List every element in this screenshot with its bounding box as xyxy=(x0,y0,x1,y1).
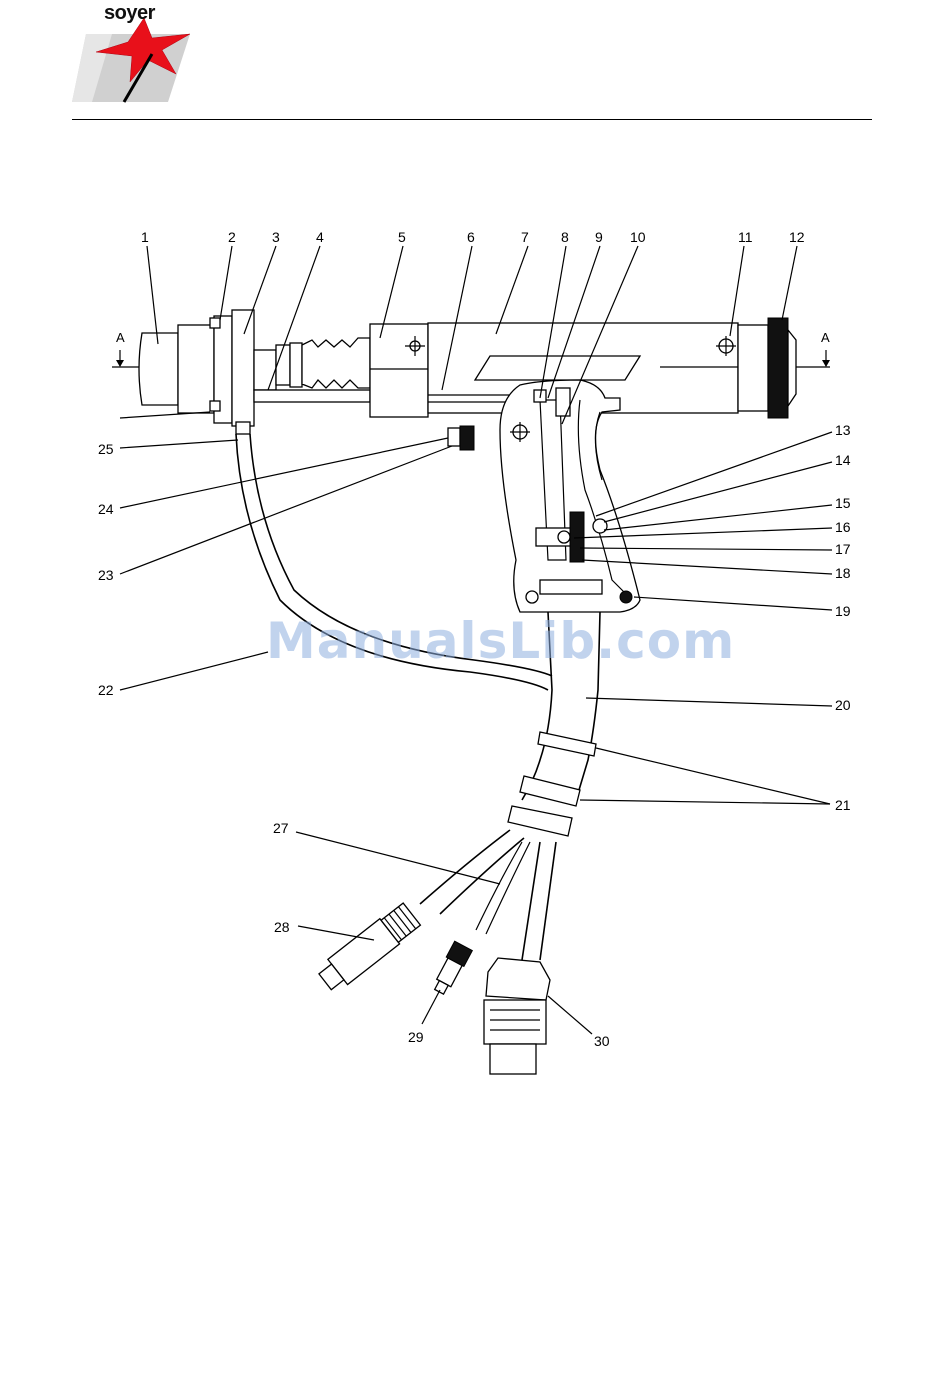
callout-8: 8 xyxy=(561,229,569,245)
callout-11: 11 xyxy=(738,229,753,245)
callout-17: 17 xyxy=(835,541,851,557)
connector-28 xyxy=(315,901,421,994)
section-mark-right: A xyxy=(821,330,830,345)
callout-2: 2 xyxy=(228,229,236,245)
clamp-block xyxy=(370,324,428,417)
pistol-grip xyxy=(500,380,640,612)
branch-cables xyxy=(420,830,556,960)
callout-27: 27 xyxy=(273,820,289,836)
callout-10: 10 xyxy=(630,229,646,245)
callout-4: 4 xyxy=(316,229,324,245)
connector-29 xyxy=(430,941,472,996)
callout-7: 7 xyxy=(521,229,529,245)
callout-24: 24 xyxy=(98,501,114,517)
callout-22: 22 xyxy=(98,682,114,698)
connector-30 xyxy=(484,958,550,1074)
bellows xyxy=(302,338,370,388)
callout-16: 16 xyxy=(835,519,851,535)
callout-13: 13 xyxy=(835,422,851,438)
callout-5: 5 xyxy=(398,229,406,245)
callout-19: 19 xyxy=(835,603,851,619)
section-mark-left: A xyxy=(116,330,125,345)
callout-21: 21 xyxy=(835,797,851,813)
callout-3: 3 xyxy=(272,229,280,245)
callout-18: 18 xyxy=(835,565,851,581)
callout-12: 12 xyxy=(789,229,805,245)
callout-30: 30 xyxy=(594,1033,610,1049)
watermark: ManualsLib.com xyxy=(266,612,735,670)
callout-15: 15 xyxy=(835,495,851,511)
callout-29: 29 xyxy=(408,1029,424,1045)
callout-25: 25 xyxy=(98,441,114,457)
callout-28: 28 xyxy=(274,919,290,935)
rear-cap xyxy=(738,318,796,418)
callout-23: 23 xyxy=(98,567,114,583)
callout-6: 6 xyxy=(467,229,475,245)
callout-9: 9 xyxy=(595,229,603,245)
callout-1: 1 xyxy=(141,229,149,245)
callout-14: 14 xyxy=(835,452,851,468)
callout-20: 20 xyxy=(835,697,851,713)
